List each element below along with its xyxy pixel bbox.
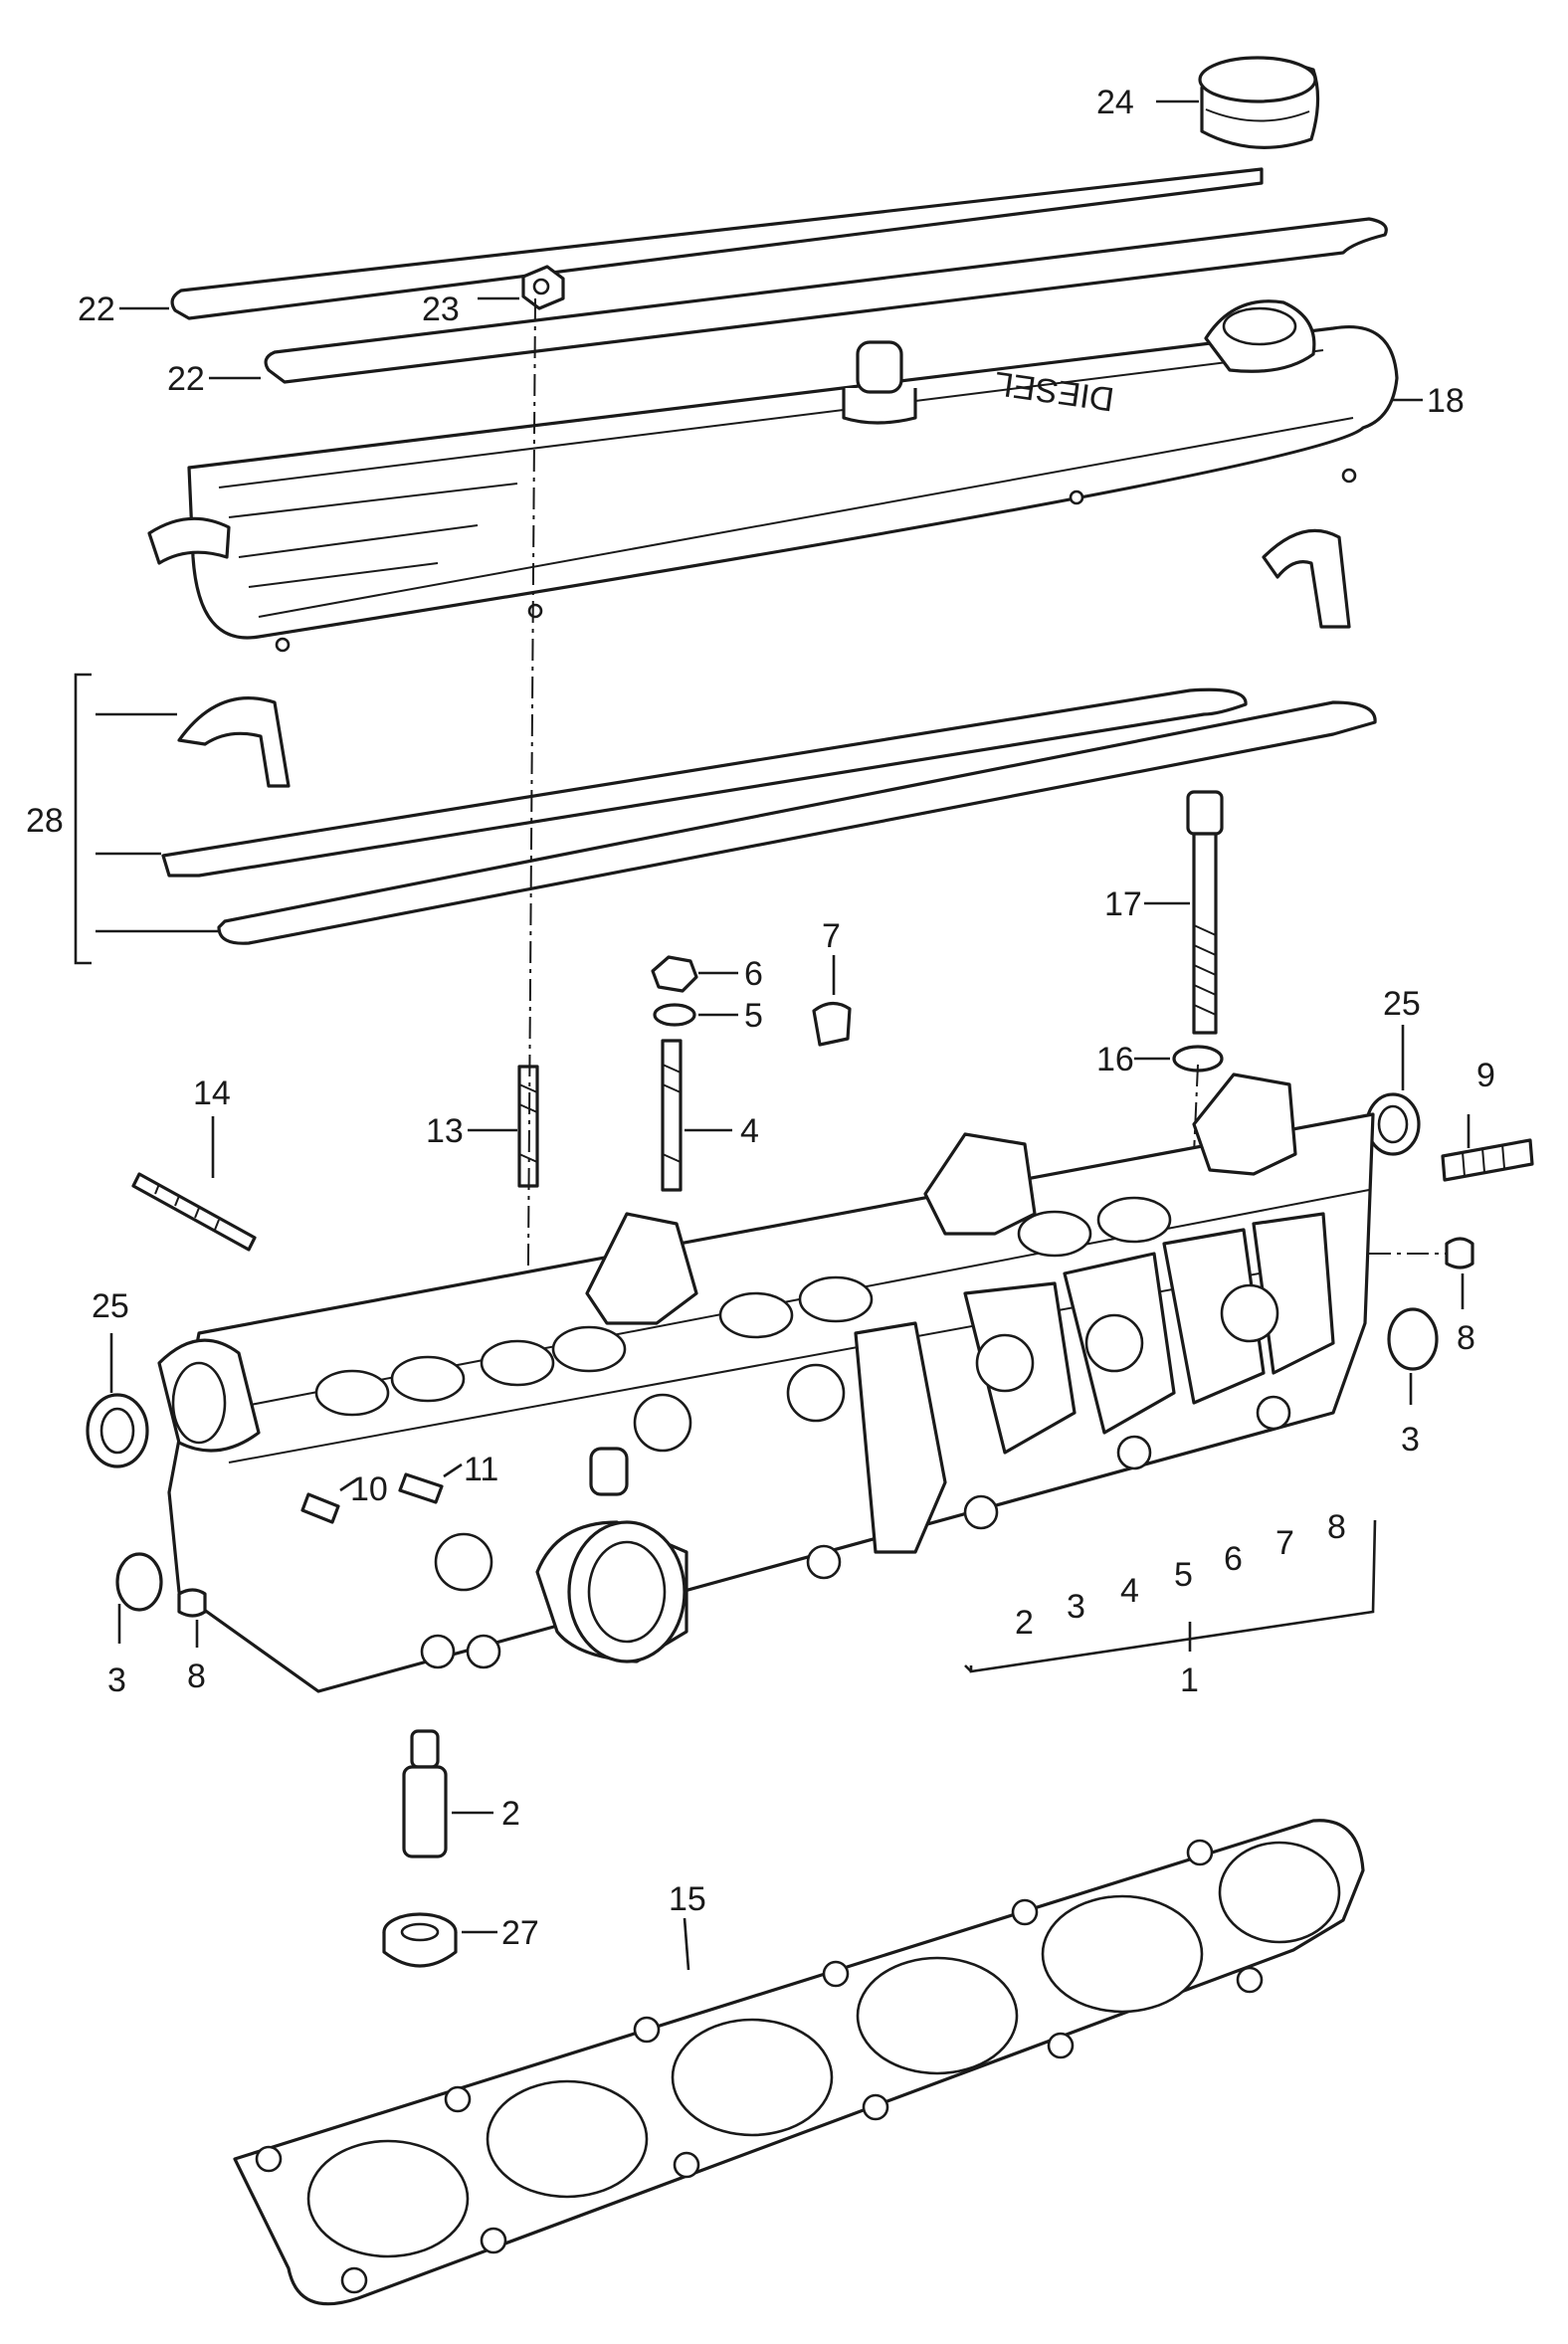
callout-13: 13 [426, 1112, 464, 1150]
plug-7[interactable] [812, 1001, 852, 1047]
callout-15: 15 [669, 1880, 706, 1918]
bracket-number: 5 [1174, 1556, 1193, 1594]
callout-2: 2 [501, 1795, 520, 1833]
plug-8-right[interactable] [1445, 1237, 1474, 1270]
gasket-set-28[interactable] [161, 687, 1377, 945]
callout-28: 28 [26, 802, 64, 840]
washer-5[interactable] [653, 1003, 696, 1027]
callout-24: 24 [1096, 84, 1134, 121]
callout-11: 11 [464, 1451, 498, 1488]
callout-7: 7 [822, 917, 841, 955]
callout-14: 14 [193, 1074, 231, 1112]
callout-9: 9 [1476, 1057, 1495, 1094]
bracket-number: 2 [1015, 1604, 1034, 1642]
callout-3-right: 3 [1401, 1421, 1420, 1459]
seal-25-left[interactable] [86, 1393, 149, 1468]
stud-4[interactable] [661, 1039, 683, 1192]
cover-gasket-upper[interactable] [170, 167, 1388, 384]
callout-6: 6 [744, 955, 763, 993]
stud-10[interactable] [300, 1492, 340, 1524]
bracket-number: 7 [1275, 1524, 1294, 1562]
bracket-number: 4 [1120, 1572, 1139, 1610]
plug-3-left[interactable] [115, 1552, 163, 1612]
callout-25-right: 25 [1383, 985, 1421, 1023]
callout-22-upper: 22 [78, 291, 115, 328]
callout-18: 18 [1427, 382, 1465, 420]
callout-17: 17 [1104, 885, 1142, 923]
callout-25-left: 25 [92, 1287, 129, 1325]
oil-filler-cap[interactable] [1198, 56, 1320, 149]
callout-22-lower: 22 [167, 360, 205, 398]
callout-3-left: 3 [107, 1661, 126, 1699]
callout-27: 27 [501, 1914, 539, 1952]
nut-6[interactable] [651, 955, 698, 993]
valve-stem-seal-27[interactable] [382, 1912, 458, 1968]
callout-1: 1 [1180, 1661, 1199, 1699]
callout-labels: 24 22 23 22 18 28 17 7 6 5 25 16 9 14 13… [26, 84, 1495, 1952]
stud-9[interactable] [1441, 1138, 1534, 1182]
cylinder-head-cover[interactable]: DIESEL [147, 299, 1399, 653]
callout-8-right: 8 [1457, 1319, 1475, 1357]
cylinder-head[interactable] [157, 1073, 1375, 1693]
callout-16: 16 [1096, 1041, 1134, 1078]
callout-8-left: 8 [187, 1658, 206, 1695]
bracket-number: 3 [1067, 1588, 1085, 1626]
callout-5: 5 [744, 997, 763, 1035]
bracket-number: 6 [1224, 1540, 1243, 1578]
callout-10: 10 [350, 1470, 388, 1508]
seal-25-right[interactable] [1365, 1092, 1421, 1156]
plug-3-right[interactable] [1387, 1307, 1439, 1371]
bracket-numbers: 2 3 4 5 6 7 8 [1015, 1508, 1346, 1642]
bolt-17[interactable] [1186, 790, 1224, 1035]
callout-4: 4 [740, 1112, 759, 1150]
callout-23: 23 [422, 291, 460, 328]
stud-11[interactable] [398, 1472, 444, 1504]
stud-14[interactable] [131, 1172, 257, 1252]
valve-guide-2[interactable] [402, 1729, 448, 1858]
cylinder-head-gasket[interactable] [233, 1819, 1365, 2306]
plug-8-left[interactable] [177, 1588, 207, 1618]
bracket-number: 8 [1327, 1508, 1346, 1546]
nut-23[interactable] [521, 265, 565, 310]
